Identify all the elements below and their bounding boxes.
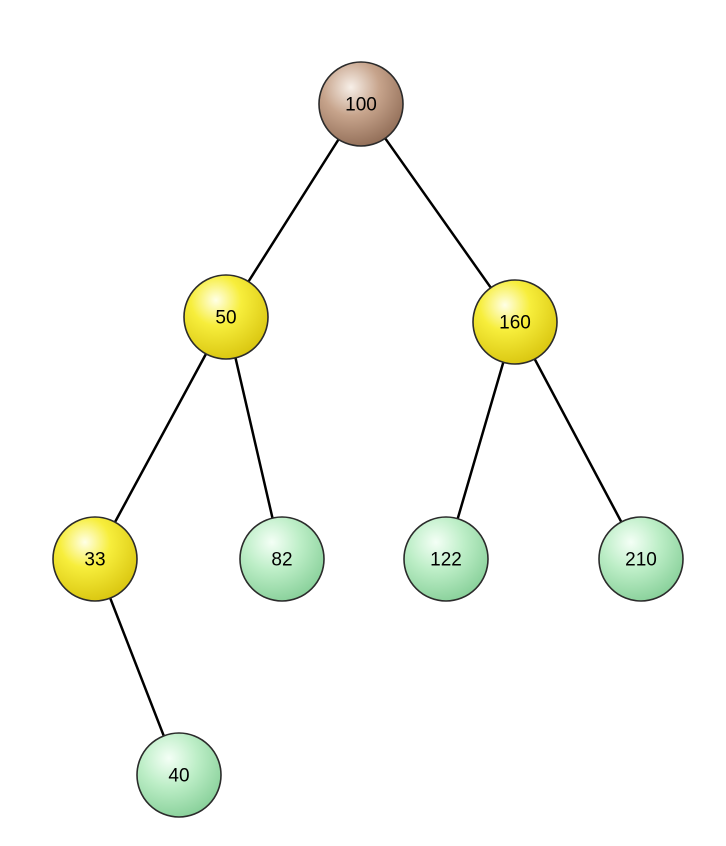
tree-node-160: 160 [472, 279, 558, 365]
node-label-50: 50 [215, 308, 236, 329]
node-circle-82 [239, 516, 325, 602]
tree-node-40: 40 [136, 732, 222, 818]
node-label-122: 122 [430, 550, 462, 571]
node-label-160: 160 [499, 313, 531, 334]
node-circle-50 [183, 274, 269, 360]
nodes-layer: 100 50 160 33 82 122 210 40 [52, 61, 684, 818]
node-circle-100 [318, 61, 404, 147]
tree-node-50: 50 [183, 274, 269, 360]
node-circle-122 [403, 516, 489, 602]
edge-50-33 [113, 352, 208, 524]
tree-node-122: 122 [403, 516, 489, 602]
tree-node-82: 82 [239, 516, 325, 602]
node-circle-33 [52, 516, 138, 602]
tree-node-33: 33 [52, 516, 138, 602]
edge-100-50 [247, 138, 340, 283]
edge-160-210 [533, 357, 623, 524]
node-circle-40 [136, 732, 222, 818]
node-circle-160 [472, 279, 558, 365]
edge-50-82 [234, 356, 274, 520]
tree-node-100: 100 [318, 61, 404, 147]
tree-node-210: 210 [598, 516, 684, 602]
node-label-210: 210 [625, 550, 657, 571]
edge-160-122 [456, 361, 505, 520]
edges-layer [108, 137, 623, 738]
edge-100-160 [383, 137, 493, 289]
node-circle-210 [598, 516, 684, 602]
node-label-33: 33 [84, 550, 105, 571]
node-label-82: 82 [271, 550, 292, 571]
node-label-40: 40 [168, 766, 189, 787]
node-label-100: 100 [345, 95, 377, 116]
edge-33-40 [108, 596, 166, 738]
